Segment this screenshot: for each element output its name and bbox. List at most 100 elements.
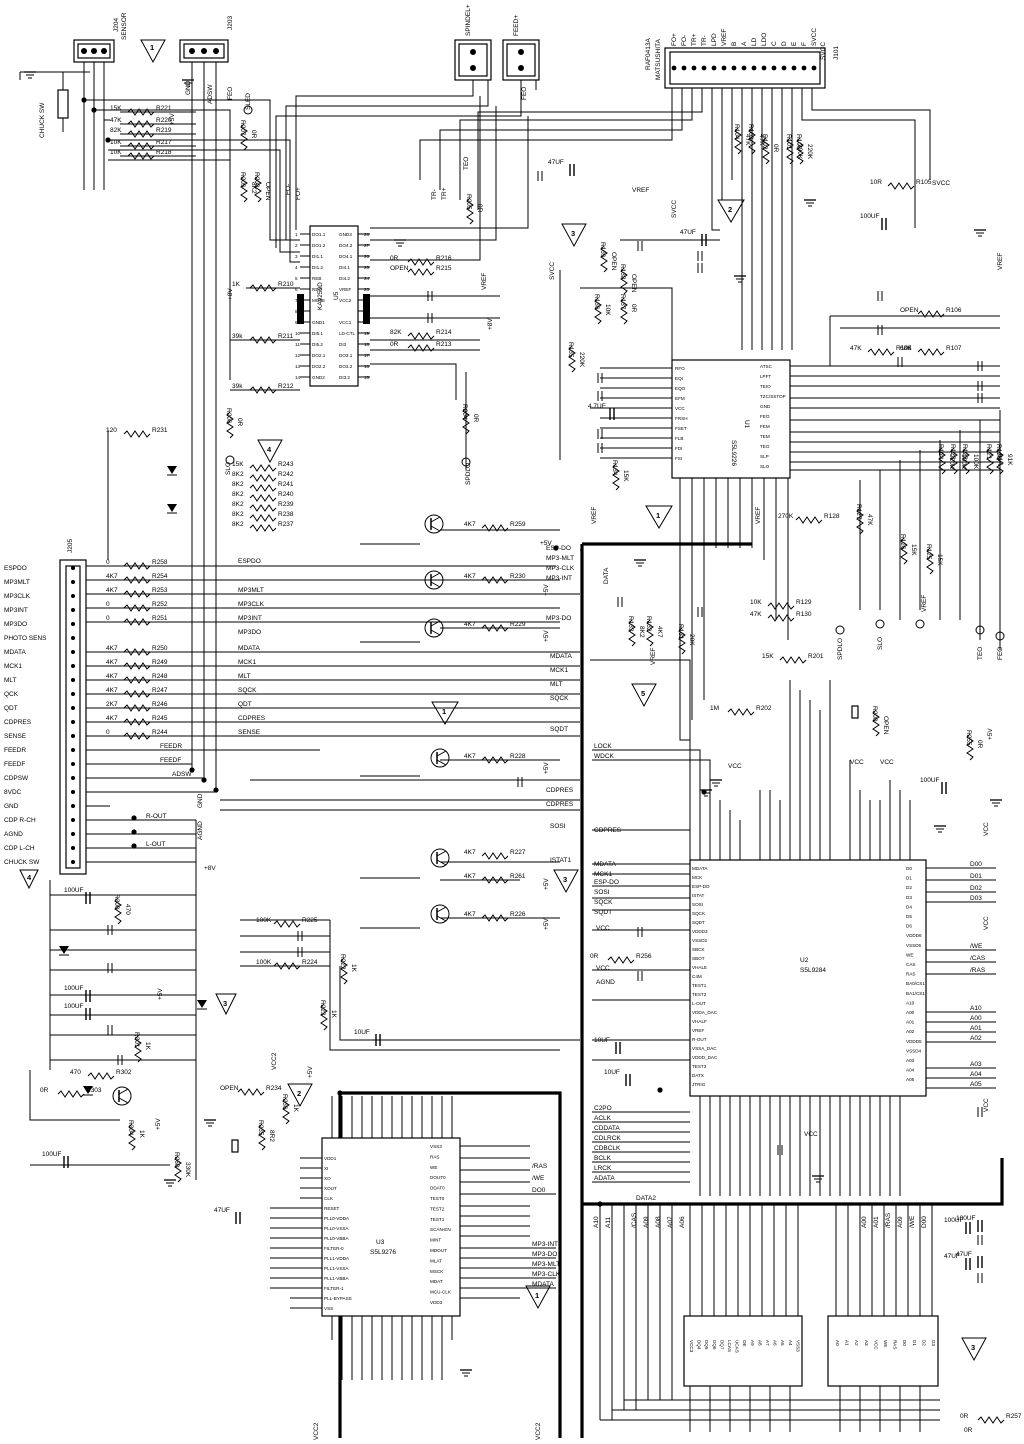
net-a00: A00 <box>970 1015 982 1022</box>
capacitor-value: 47UF <box>548 159 564 166</box>
ground-icon <box>990 799 1002 807</box>
capacitor-c-cp6: 100UF <box>956 1215 983 1232</box>
net-sled: SLED <box>245 93 252 110</box>
u5-pin-number: 19 <box>364 331 370 336</box>
u2-pin-label: VDDD5 <box>906 1039 922 1044</box>
net-r-out: R-OUT <box>146 813 167 820</box>
u1-pin-label: FEM <box>760 424 770 429</box>
diode-icon <box>167 466 177 476</box>
u6-pin-label: D2 <box>921 1340 926 1346</box>
u5-part: KA9259D <box>317 282 324 310</box>
resistor-ref: R138 <box>619 264 626 280</box>
net-vref-5: VREF <box>755 507 762 524</box>
net-mp3-int: MP3-INT <box>546 575 572 582</box>
j101-signal: TR+ <box>691 33 698 46</box>
resistor-value: OPEN <box>390 265 409 272</box>
u2-pin-label: A02 <box>906 1029 915 1034</box>
resistor-ref: R249 <box>152 659 168 666</box>
u3-pin-label: PLL1-VBBA <box>324 1276 349 1281</box>
net-mp3-mlt-2: MP3-MLT <box>532 1261 560 1268</box>
j205-pin <box>71 720 75 724</box>
net-aclk: ACLK <box>594 1115 612 1122</box>
j101-signal: A <box>741 41 748 46</box>
resistor-ref: R223 <box>319 1000 326 1016</box>
net-cdpres-3: CDPRES <box>546 801 574 808</box>
net-mck1: MCK1 <box>238 659 256 666</box>
marker-3a: 3 <box>561 223 587 248</box>
capacitor-value: 4.7UF <box>588 403 606 410</box>
u3-pin-label: TEST2 <box>430 1206 445 1211</box>
capacitor-value: 100UF <box>860 213 880 220</box>
test-point <box>875 619 885 629</box>
junction-dot <box>91 107 97 113</box>
marker-4-left: 4 <box>27 873 32 882</box>
j101-pin <box>801 65 807 71</box>
u1-pin-label: VCC <box>675 406 685 411</box>
ground-icon <box>394 239 406 247</box>
net-a08-b: A08 <box>655 1216 662 1228</box>
net-mp3-clk: MP3-CLK <box>546 565 575 572</box>
capacitor-small <box>107 1025 113 1035</box>
net-data: DATA <box>603 567 610 584</box>
resistor-value: 4K7 <box>464 911 476 918</box>
resistor-value: 100K <box>256 959 272 966</box>
j205-pin <box>71 818 75 822</box>
u5-pin-number: 12 <box>295 353 301 358</box>
u5-pin-label: DO4.1 <box>339 254 353 259</box>
net-mdata-2: MDATA <box>550 653 572 660</box>
net-vcc2-1: VCC2 <box>271 1052 278 1070</box>
j205-signal: PHOTO SENS <box>4 635 47 642</box>
capacitor-value: 100UF <box>64 887 84 894</box>
resistor-ref: R139 <box>599 242 606 258</box>
net-adata: ADATA <box>594 1175 615 1182</box>
resistor-ref: R227 <box>510 849 526 856</box>
capacitor-small <box>877 325 883 335</box>
u3-pin-label: MDOUT <box>430 1248 447 1253</box>
capacitor-c-u2b: 10UF <box>594 1037 621 1054</box>
u3-pin-label: VSS <box>324 1306 333 1311</box>
transistor <box>430 904 450 924</box>
u4-pin-label: A9 <box>750 1340 755 1346</box>
test-point <box>225 455 235 465</box>
u5-pin-number: 26 <box>364 254 370 259</box>
resistor-ref: R255 <box>965 730 972 746</box>
u3-pin-label: WE <box>430 1165 437 1170</box>
j205-signal: MDATA <box>4 649 26 656</box>
net-a-open: 0R <box>964 1427 973 1434</box>
net-a09-b: A09 <box>643 1216 650 1228</box>
resistor-value: 470 <box>70 1069 81 1076</box>
junction-dot <box>189 767 195 773</box>
net-feo-left: FEO <box>521 87 528 100</box>
resistor-value: 8R2 <box>268 1130 275 1142</box>
resistor-ref: R204 <box>461 404 468 420</box>
j205-pin <box>71 594 75 598</box>
net-mp3-int-2: MP3-INT <box>532 1241 558 1248</box>
resistor-ref: R101 <box>785 134 792 150</box>
net-feo-top: FEO <box>227 87 234 100</box>
resistor-ref: R222 <box>339 954 346 970</box>
capacitor-c-pll: 47UF <box>214 1207 241 1224</box>
resistor-ref: R200 <box>871 706 878 722</box>
resistor-value: 68K <box>900 345 912 352</box>
capacitor-small <box>617 597 623 607</box>
resistor-ref: R202 <box>756 705 772 712</box>
u2-pin-label: CAS <box>906 962 915 967</box>
resistor-value: 82K <box>390 329 402 336</box>
resistor-ref: R231 <box>152 427 168 434</box>
u2-pin-label: D3 <box>906 895 912 900</box>
net-do0: DO0 <box>532 1187 546 1194</box>
u3-pin-label: SCAN-EN <box>430 1227 451 1232</box>
j101-pin <box>811 65 817 71</box>
j204-ref: J204 <box>113 18 120 32</box>
net-a07-b: A07 <box>667 1216 674 1228</box>
